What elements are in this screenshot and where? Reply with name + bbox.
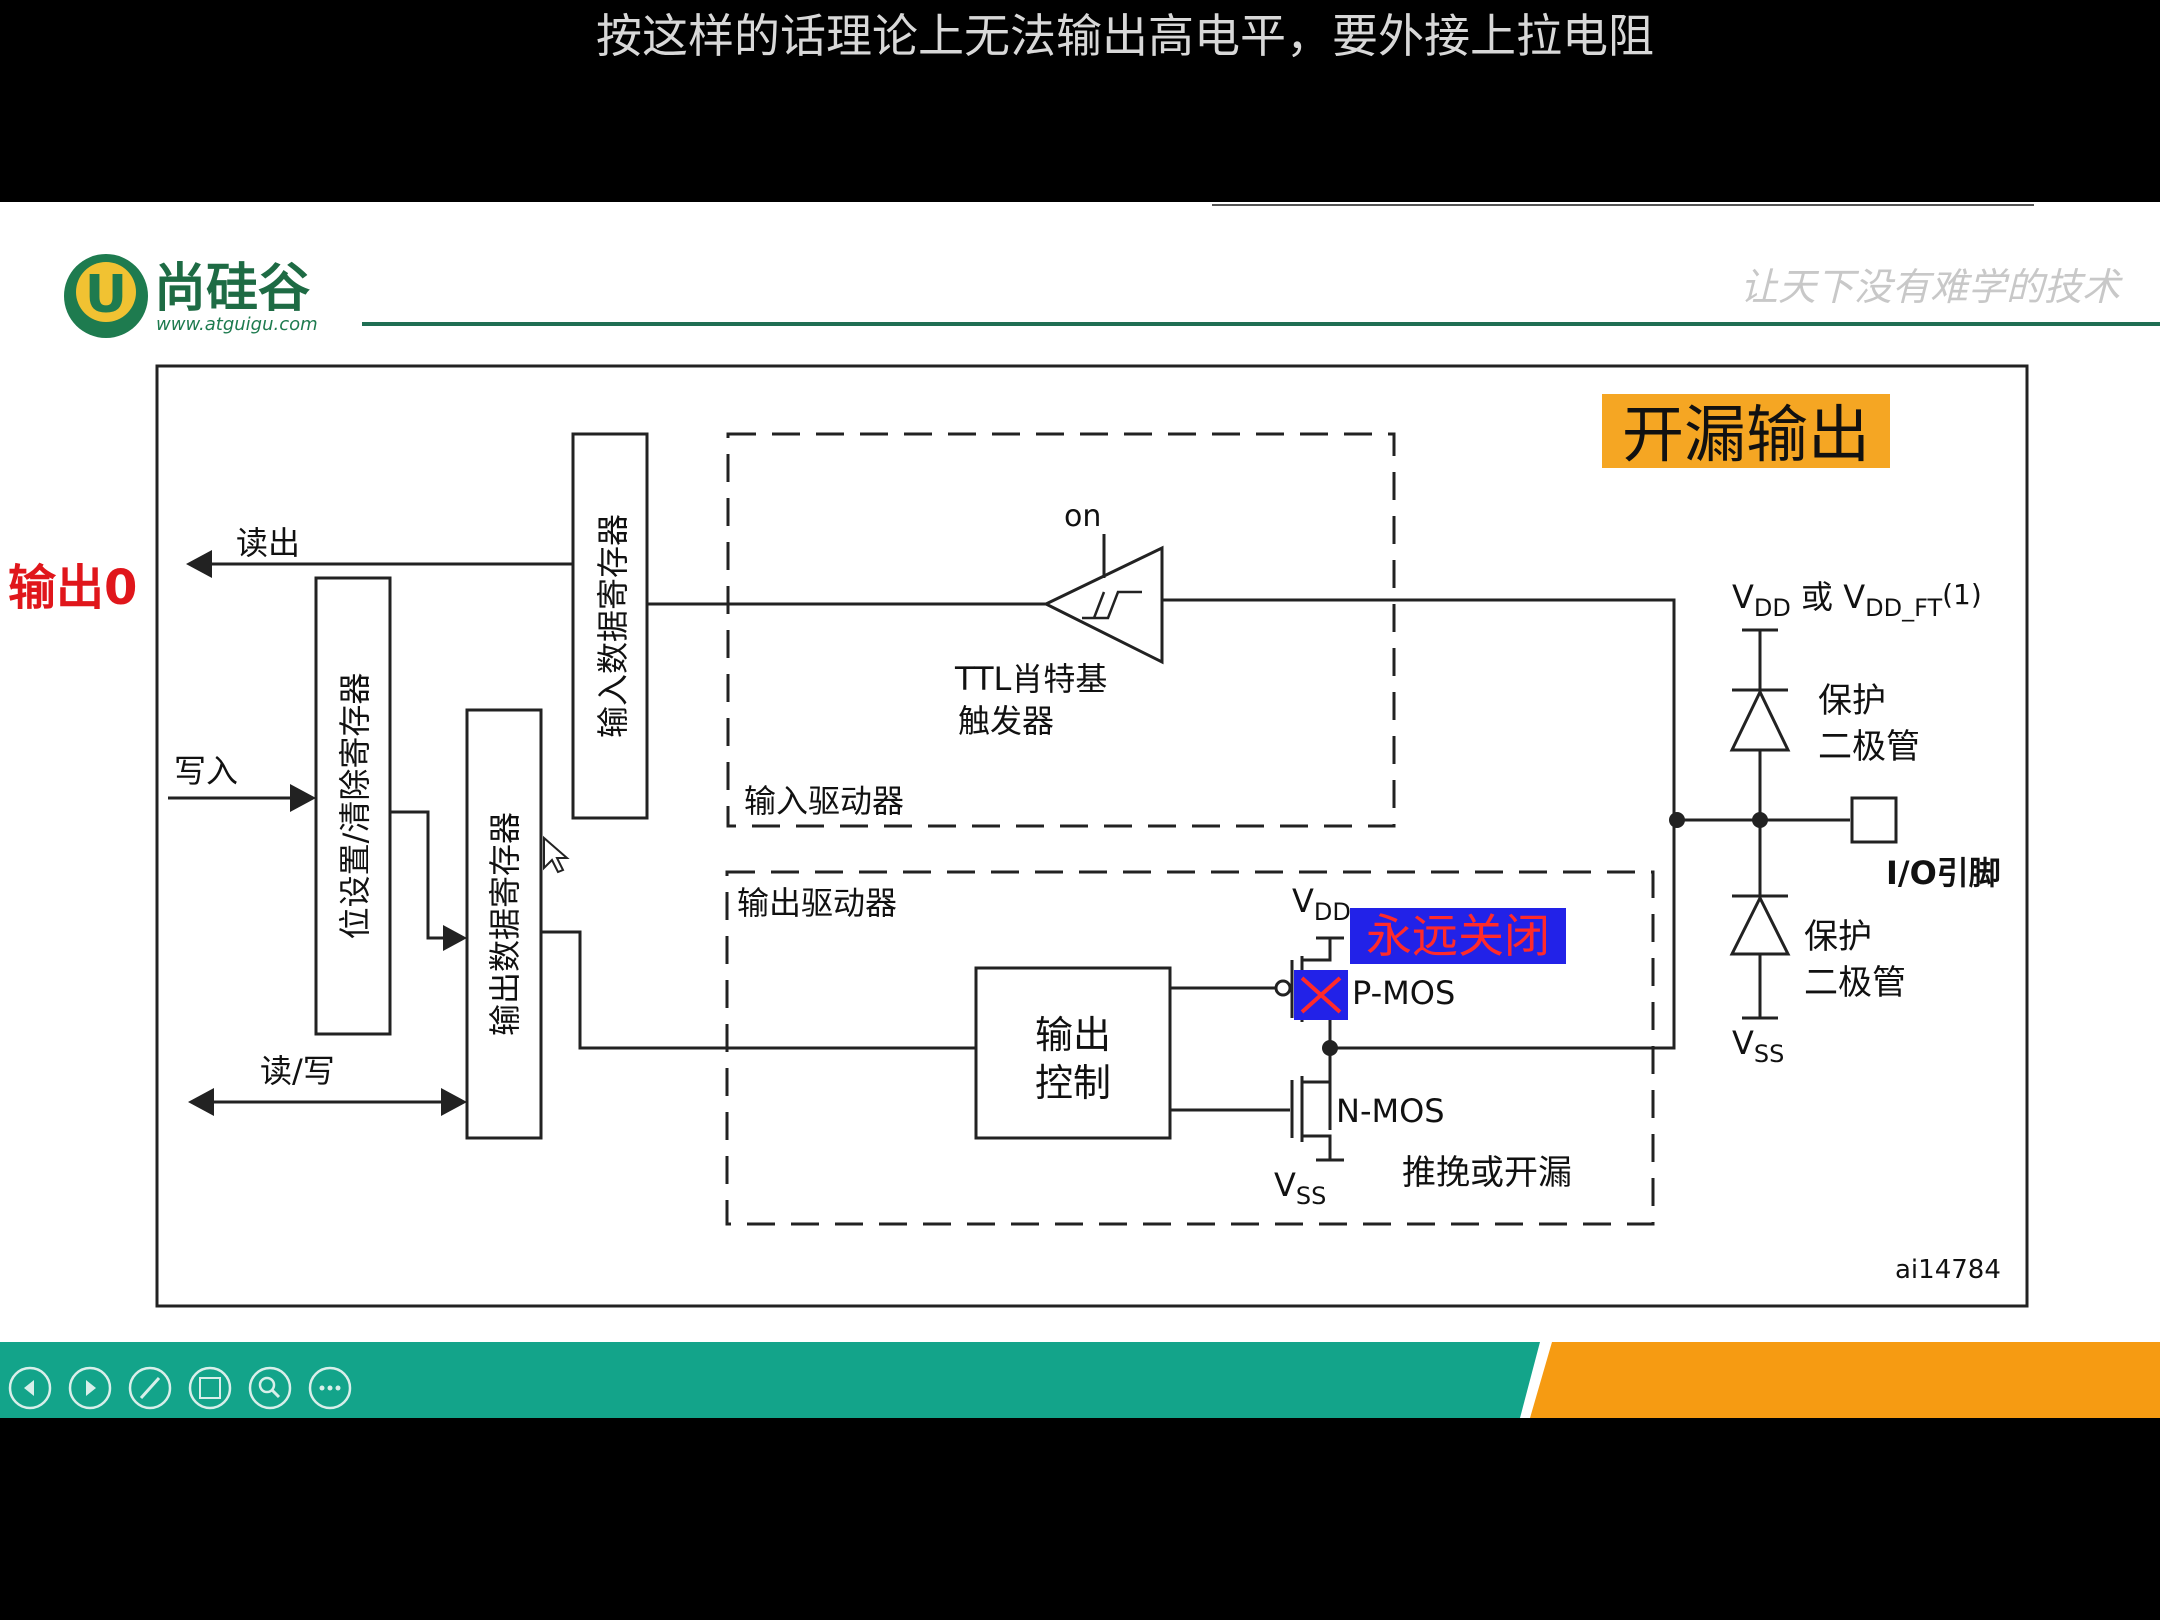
brand-url: www.atguigu.com bbox=[156, 314, 318, 335]
vdd-sub: DD bbox=[1314, 898, 1351, 926]
vdd-label: VDD bbox=[1292, 882, 1351, 926]
output-control-block bbox=[974, 966, 1172, 1140]
nmos-source bbox=[1302, 1134, 1332, 1160]
vss-right-sub: SS bbox=[1754, 1040, 1784, 1068]
upper-diode-label-1: 保护 bbox=[1818, 681, 1886, 721]
pen-icon[interactable] bbox=[139, 1376, 161, 1400]
logo-inner bbox=[76, 262, 136, 322]
ellipsis-icon-dot-3[interactable] bbox=[335, 1385, 341, 1391]
ellipsis-icon-dot-1[interactable] bbox=[319, 1385, 325, 1391]
more-options-circle[interactable] bbox=[308, 1366, 352, 1410]
pen-tool-button[interactable] bbox=[128, 1366, 172, 1410]
supply-label: VDD 或 VDD_FT(1) bbox=[1732, 578, 1982, 622]
lower-diode-label-1: 保护 bbox=[1804, 917, 1872, 957]
magnifier-icon[interactable] bbox=[258, 1376, 276, 1394]
pmos-note-bg bbox=[1350, 908, 1566, 964]
read-write-label: 读/写 bbox=[260, 1052, 335, 1090]
bit-set-reset-register-label: 位设置/清除寄存器 bbox=[336, 673, 374, 940]
supply-or: 或 bbox=[1791, 578, 1843, 616]
upper-diode-label-2: 二极管 bbox=[1818, 727, 1920, 767]
supply-note: (1) bbox=[1942, 578, 1982, 611]
drain-to-pin-line bbox=[1330, 820, 1676, 1050]
zoom-circle[interactable] bbox=[248, 1366, 292, 1410]
vss-label: VSS bbox=[1274, 1166, 1326, 1210]
ellipsis-icon-dot-2[interactable] bbox=[327, 1385, 333, 1391]
slide-footer-orange bbox=[1530, 1342, 2160, 1418]
schmitt-label-1: TTL肖特基 bbox=[954, 660, 1107, 698]
zoom-button[interactable] bbox=[248, 1366, 292, 1410]
mouse-cursor-icon bbox=[543, 835, 570, 874]
output-data-register-label: 输出数据寄存器 bbox=[486, 812, 524, 1036]
previous-slide-circle[interactable] bbox=[8, 1366, 52, 1410]
odr-to-control-line bbox=[541, 930, 976, 1050]
slides-grid-icon[interactable] bbox=[199, 1377, 221, 1399]
brand-name: 尚硅谷 bbox=[154, 259, 310, 319]
supply-v1: V bbox=[1732, 578, 1754, 616]
diagram-title-bg bbox=[1602, 394, 1890, 468]
bsrr-to-odr-line bbox=[390, 810, 446, 940]
pmos-note: 永远关闭 bbox=[1366, 909, 1550, 963]
logo-letter: U bbox=[85, 265, 127, 325]
bit-set-reset-register bbox=[314, 576, 392, 1036]
vss-main: V bbox=[1274, 1166, 1296, 1204]
bottom-black-bar bbox=[0, 1418, 2160, 1620]
figure-id: ai14784 bbox=[1895, 1255, 2001, 1285]
input-driver-label: 输入驱动器 bbox=[744, 782, 904, 820]
subtitle-bar bbox=[0, 0, 2160, 202]
enable-on-label: on bbox=[1064, 499, 1101, 534]
slide-overview-circle[interactable] bbox=[188, 1366, 232, 1410]
supply-s2: DD_FT bbox=[1865, 594, 1942, 622]
read-out-arrowhead bbox=[186, 550, 212, 578]
pmos-label: P-MOS bbox=[1352, 974, 1455, 1012]
supply-s1: DD bbox=[1754, 594, 1791, 622]
magnifier-handle[interactable] bbox=[270, 1388, 281, 1399]
nmos-label: N-MOS bbox=[1336, 1092, 1445, 1130]
pin-to-schmitt-line bbox=[1162, 598, 1676, 820]
input-driver-box bbox=[726, 432, 1396, 828]
read-write-arrowhead-right bbox=[441, 1088, 467, 1116]
bsrr-to-odr-arrowhead bbox=[443, 925, 467, 951]
video-subtitle: 按这样的话理论上无法输出高电平，要外接上拉电阻 bbox=[596, 9, 1654, 63]
lower-diode-label-2: 二极管 bbox=[1804, 963, 1906, 1003]
slide-overview-button[interactable] bbox=[188, 1366, 232, 1410]
slide-footer-teal bbox=[0, 1342, 1540, 1418]
io-pin-pad bbox=[1850, 796, 1898, 844]
vdd-main: V bbox=[1292, 882, 1314, 920]
pmos-gate-bubble bbox=[1274, 979, 1292, 997]
brand-logo: U 尚硅谷 www.atguigu.com bbox=[64, 254, 318, 338]
io-pin-label: I/O引脚 bbox=[1886, 854, 2001, 892]
supply-v2: V bbox=[1843, 578, 1865, 616]
push-pull-or-od-label: 推挽或开漏 bbox=[1402, 1153, 1572, 1193]
diagram-title: 开漏输出 bbox=[1622, 398, 1870, 471]
vss-sub: SS bbox=[1296, 1182, 1326, 1210]
chevron-left-icon[interactable] bbox=[24, 1380, 34, 1396]
input-data-register bbox=[571, 432, 649, 820]
output-driver-label: 输出驱动器 bbox=[737, 884, 897, 922]
brand-slogan: 让天下没有难学的技术 bbox=[1740, 265, 2123, 309]
write-in-arrowhead bbox=[290, 784, 316, 812]
vss-right-main: V bbox=[1732, 1024, 1754, 1062]
next-slide-button[interactable] bbox=[68, 1366, 112, 1410]
pmos-disabled-cross-2 bbox=[1300, 976, 1342, 1014]
bus-junction-dot-left bbox=[1669, 812, 1685, 828]
read-write-arrowhead-left bbox=[188, 1088, 214, 1116]
pmos-source bbox=[1302, 938, 1332, 962]
write-in-label: 写入 bbox=[174, 752, 238, 790]
pen-tool-circle[interactable] bbox=[128, 1366, 172, 1410]
more-options-button[interactable] bbox=[308, 1366, 352, 1410]
vss-right-label: VSS bbox=[1732, 1024, 1784, 1068]
read-out-label: 读出 bbox=[236, 524, 300, 562]
hysteresis-lower bbox=[1092, 591, 1106, 619]
output-data-register bbox=[465, 708, 543, 1140]
output-zero-annotation: 输出0 bbox=[8, 560, 137, 616]
output-control-label-1: 输出 bbox=[1035, 1013, 1111, 1057]
previous-slide-button[interactable] bbox=[8, 1366, 52, 1410]
input-data-register-label: 输入数据寄存器 bbox=[594, 514, 632, 738]
chevron-right-icon[interactable] bbox=[86, 1380, 96, 1396]
output-control-label-2: 控制 bbox=[1035, 1061, 1111, 1105]
next-slide-circle[interactable] bbox=[68, 1366, 112, 1410]
schmitt-label-2: 触发器 bbox=[958, 702, 1054, 740]
